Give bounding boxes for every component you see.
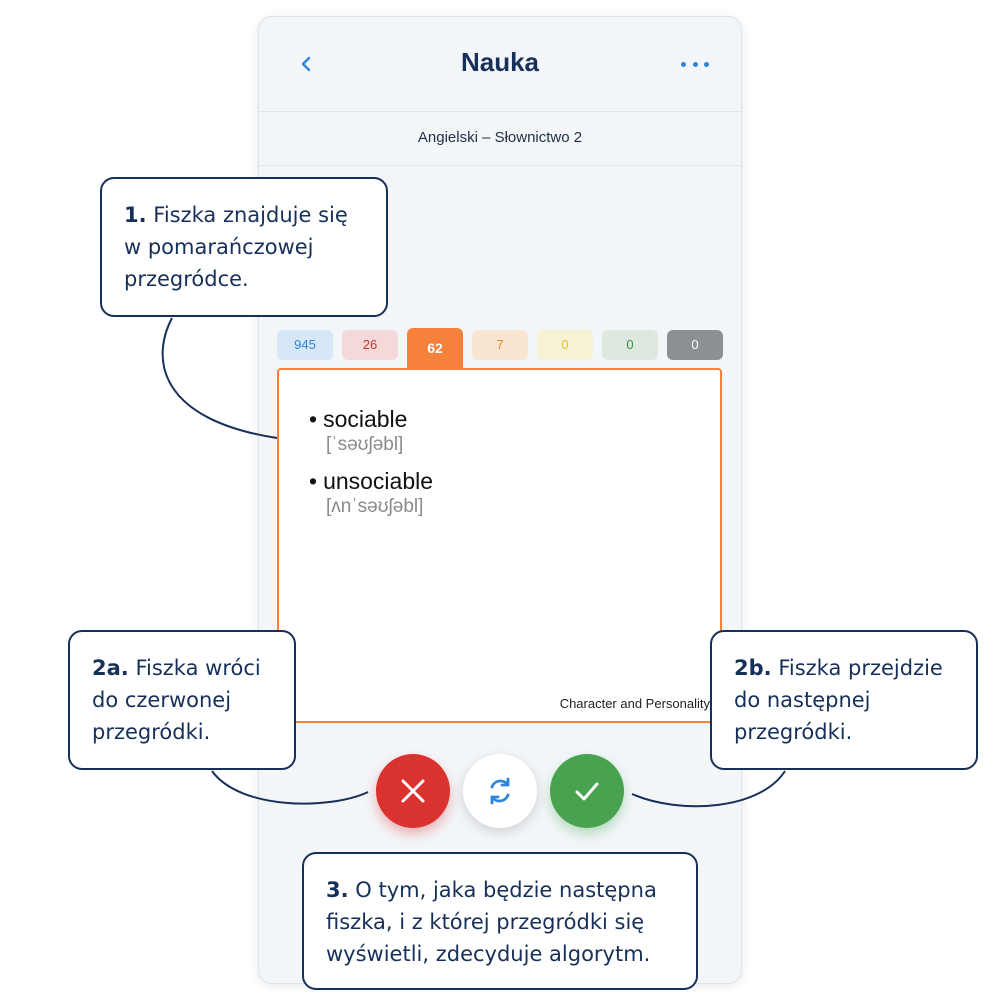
card-category: Character and Personality [559,696,710,711]
deck-bar: Angielski – Słownictwo 2 [259,111,741,166]
callout-2b: 2b. Fiszka przejdzie do następnej przegr… [710,630,978,770]
box-5[interactable]: 0 [537,330,593,360]
term-phonetic: [ʌnˈsəʊʃəbl] [326,496,424,517]
correct-answer-button[interactable] [550,754,624,828]
top-bar: Nauka [259,17,741,112]
box-3-active[interactable]: 62 [407,328,463,368]
box-1[interactable]: 945 [277,330,333,360]
back-button[interactable] [295,53,317,75]
term-phonetic: [ˈsəʊʃəbl] [326,434,404,455]
callout-2a: 2a. Fiszka wróci do czerwonej przegródki… [68,630,296,770]
chevron-left-icon [301,56,311,72]
callout-3: 3. O tym, jaka będzie następna fiszka, i… [302,852,698,990]
close-icon [401,779,425,803]
box-selector: 945 26 62 7 0 0 0 [277,328,723,370]
page-title: Nauka [460,47,540,77]
term-item: •unsociable [309,468,434,494]
flashcard[interactable]: •sociable [ˈsəʊʃəbl] •unsociable [ʌnˈsəʊ… [277,368,722,723]
box-6[interactable]: 0 [602,330,658,360]
wrong-answer-button[interactable] [376,754,450,828]
callout-1: 1. Fiszka znajduje się w pomarańczowej p… [100,177,388,317]
repeat-button[interactable] [463,754,537,828]
more-button[interactable] [681,57,709,71]
check-icon [575,782,599,801]
box-4[interactable]: 7 [472,330,528,360]
box-2[interactable]: 26 [342,330,398,360]
more-horizontal-icon [681,61,686,67]
deck-name: Angielski – Słownictwo 2 [417,129,583,146]
term-item: •sociable [309,406,408,432]
refresh-icon [490,777,510,805]
box-7[interactable]: 0 [667,330,723,360]
